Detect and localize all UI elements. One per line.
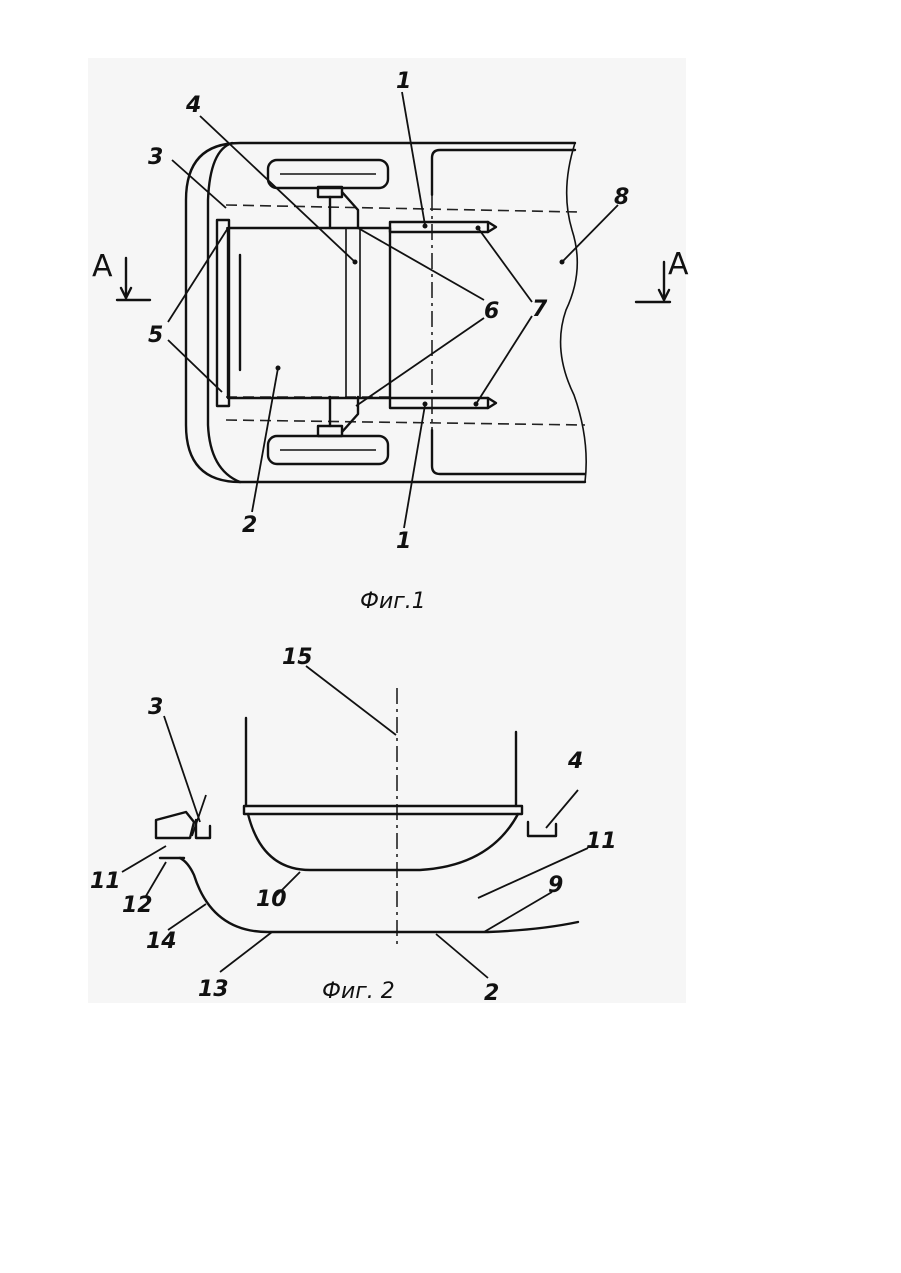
leader-dot [276,366,281,371]
break-line [561,143,587,482]
label-11-left: 11 [90,869,121,894]
leader-7-top [478,228,532,302]
bowl-10 [248,814,518,870]
figure-1-caption: Фиг.1 [360,589,426,614]
leader-dot [353,260,358,265]
bracket-4 [528,822,556,836]
label-1-top: 1 [396,69,411,94]
leader-5-bottom [168,340,222,392]
rail-top-end [488,222,496,232]
label-10: 10 [256,887,287,912]
figure-1: 1 1 2 3 4 5 6 7 8 А А Фиг.1 [92,69,689,614]
label-5: 5 [148,323,163,348]
strut-bottom-2 [342,397,358,432]
leader-6-bottom [356,318,484,406]
leader-8 [562,205,618,262]
section-mark-right: А [668,247,689,282]
leader-dot [474,402,479,407]
vehicle-inner-contour [208,143,240,482]
vehicle-body-outline [186,143,585,482]
leader-15 [306,666,396,735]
leader-dot [423,224,428,229]
label-7: 7 [532,297,548,322]
leader-3 [164,716,200,822]
compartment-bottom [432,430,585,474]
label-11-right: 11 [586,829,617,854]
label-4: 4 [185,93,201,118]
hub-bottom [318,426,342,436]
section-mark-left: А [92,249,113,284]
label-14: 14 [146,929,177,954]
label-3: 3 [148,695,163,720]
leader-3 [172,160,226,208]
leader-1-top [402,92,425,225]
leader-dot [560,260,565,265]
label-1-bottom: 1 [396,529,411,554]
bracket-3-lip [196,820,210,838]
leader-14 [168,904,206,930]
platform [228,228,390,398]
leader-2 [436,934,488,978]
label-2: 2 [484,981,499,1006]
leader-4 [546,790,578,828]
compartment-top [432,150,575,195]
leader-2 [252,368,278,512]
leader-6-top [358,228,484,300]
leader-12 [146,862,166,896]
label-8: 8 [614,185,629,210]
frame-line-top-1 [226,205,578,212]
label-9: 9 [548,873,563,898]
rail-bottom [390,398,488,408]
leader-3b [192,795,206,836]
frame-line-bottom-2 [226,420,585,425]
rail-top [390,222,488,232]
label-6: 6 [484,299,499,324]
label-12: 12 [122,893,153,918]
label-13: 13 [198,977,229,1002]
bracket-3 [156,812,194,838]
leader-13 [220,932,272,972]
leader-11-right [478,848,588,898]
leader-1-bottom [404,405,425,528]
leader-dot [476,226,481,231]
leader-dot [423,402,428,407]
figure-2-caption: Фиг. 2 [322,979,395,1004]
leader-9 [484,892,552,932]
label-2: 2 [242,513,257,538]
platform-plate [244,806,522,814]
platform-side-beam [346,228,360,398]
strut-top-2 [342,192,358,228]
rail-bottom-end [488,398,496,408]
label-3: 3 [148,145,163,170]
figure-2: 15 3 4 11 11 12 14 10 9 13 2 Фиг. 2 [90,645,617,1006]
leader-5-top [168,228,228,322]
label-4: 4 [567,749,583,774]
label-15: 15 [282,645,313,670]
leader-7-bottom [476,316,532,404]
